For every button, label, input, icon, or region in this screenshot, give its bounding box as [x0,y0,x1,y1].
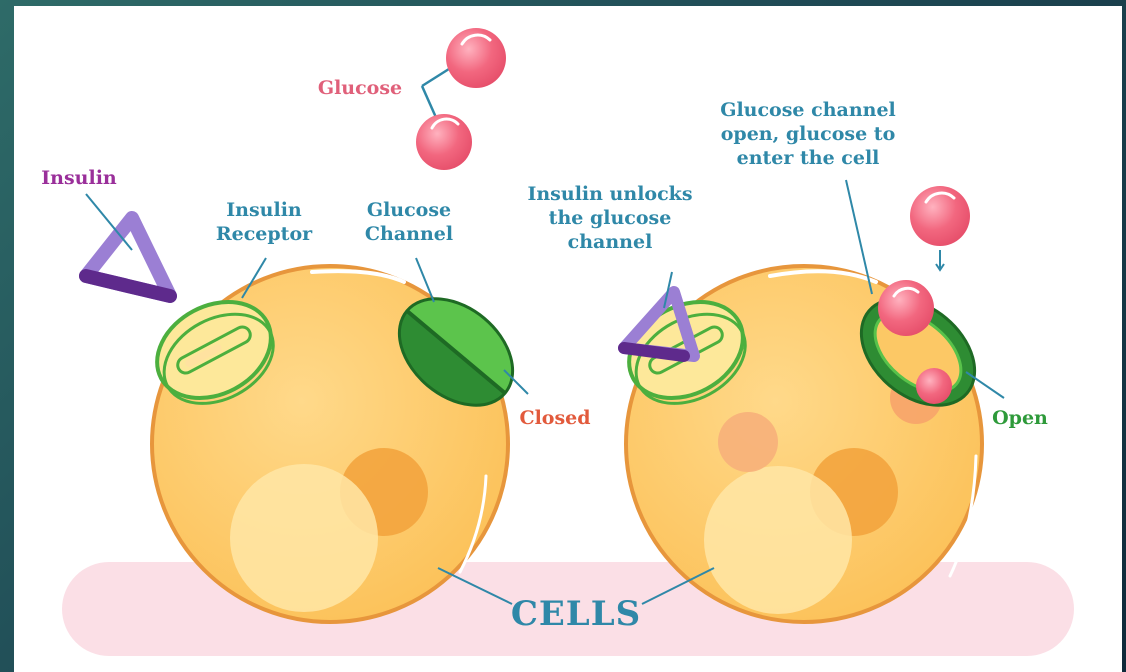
diagram-canvas: Glucose Insulin Insulin Receptor Glucose… [14,6,1122,672]
glucose-molecule [416,114,472,170]
diagram-drawing [14,6,1122,672]
glucose-molecule [446,28,506,88]
left-cell-vacuole [230,464,378,612]
label-cells: CELLS [506,594,646,634]
label-insulin-unlocks: Insulin unlocks the glucose channel [520,182,700,254]
label-open: Open [980,406,1060,430]
label-closed: Closed [510,406,600,430]
glucose-falling [910,186,970,270]
label-channel-open-text: Glucose channel open, glucose to enter t… [708,98,908,170]
right-cell-vacuole [704,466,852,614]
right-cell-glucose-inside [718,412,778,472]
label-insulin-receptor: Insulin Receptor [204,198,324,246]
label-glucose-channel: Glucose Channel [354,198,464,246]
insulin-molecule [86,218,170,296]
label-glucose: Glucose [300,76,420,100]
label-insulin: Insulin [34,166,124,190]
glucose-molecule-pair [416,28,506,170]
